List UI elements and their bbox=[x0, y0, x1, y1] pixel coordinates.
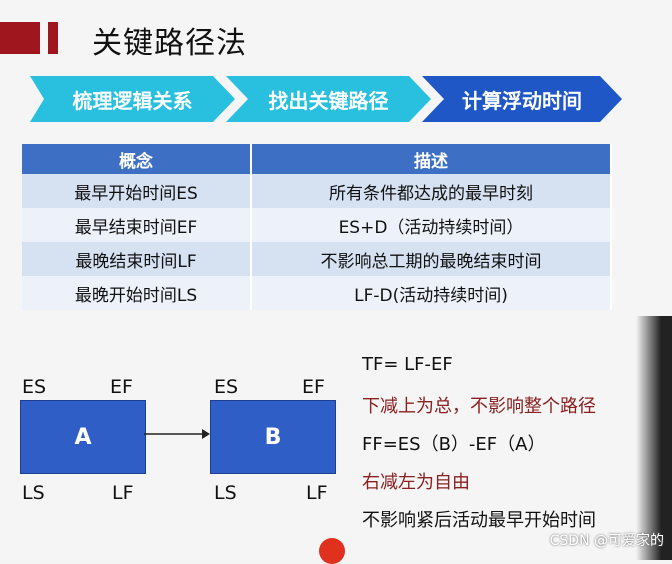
cell-description: 所有条件都达成的最早时刻 bbox=[251, 174, 612, 208]
table-row: 最早开始时间ES 所有条件都达成的最早时刻 bbox=[22, 174, 612, 208]
header-concept: 概念 bbox=[22, 144, 252, 174]
node-b-es: ES bbox=[214, 376, 239, 398]
cell-description: LF-D(活动持续时间) bbox=[251, 276, 612, 310]
step-1-label: 梳理逻辑关系 bbox=[72, 88, 193, 113]
cell-concept: 最晚开始时间LS bbox=[22, 276, 252, 310]
node-b-lf: LF bbox=[306, 482, 328, 504]
node-b: B bbox=[210, 400, 336, 474]
note-tf-rule: 下减上为总，不影响整个路径 bbox=[362, 396, 596, 417]
note-ff-formula: FF=ES（B）-EF（A） bbox=[362, 434, 546, 455]
node-b-ls: LS bbox=[214, 482, 237, 504]
cell-concept: 最早开始时间ES bbox=[22, 174, 252, 208]
node-a: A bbox=[20, 400, 146, 474]
pointer-dot bbox=[319, 538, 345, 564]
step-3-label: 计算浮动时间 bbox=[462, 88, 582, 113]
step-2: 找出关键路径 bbox=[226, 76, 431, 122]
node-a-ef: EF bbox=[110, 376, 133, 398]
node-b-ef: EF bbox=[302, 376, 325, 398]
concept-table: 概念 描述 最早开始时间ES 所有条件都达成的最早时刻 最早结束时间EF ES+… bbox=[22, 144, 612, 310]
step-1: 梳理逻辑关系 bbox=[30, 76, 235, 122]
page-title: 关键路径法 bbox=[92, 26, 247, 61]
header-description: 描述 bbox=[251, 144, 612, 174]
table-row: 最晚开始时间LS LF-D(活动持续时间) bbox=[22, 276, 612, 310]
note-tf-formula: TF= LF-EF bbox=[362, 354, 453, 375]
cell-concept: 最早结束时间EF bbox=[22, 208, 252, 242]
process-steps: 梳理逻辑关系 找出关键路径 计算浮动时间 bbox=[30, 76, 630, 122]
cell-concept: 最晚结束时间LF bbox=[22, 242, 252, 276]
table-row: 最早结束时间EF ES+D（活动持续时间） bbox=[22, 208, 612, 242]
node-a-lf: LF bbox=[112, 482, 134, 504]
step-2-label: 找出关键路径 bbox=[268, 88, 389, 113]
node-a-es: ES bbox=[22, 376, 47, 398]
presenter-silhouette bbox=[636, 316, 672, 560]
title-accent bbox=[0, 22, 60, 54]
table-row: 最晚结束时间LF 不影响总工期的最晚结束时间 bbox=[22, 242, 612, 276]
cell-description: 不影响总工期的最晚结束时间 bbox=[251, 242, 612, 276]
dependency-arrow bbox=[144, 429, 210, 439]
step-3: 计算浮动时间 bbox=[422, 76, 622, 122]
note-ff-rule: 右减左为自由 bbox=[362, 472, 470, 493]
cell-description: ES+D（活动持续时间） bbox=[251, 208, 612, 242]
node-a-ls: LS bbox=[22, 482, 45, 504]
watermark: CSDN @可爱家的 bbox=[549, 533, 664, 549]
note-ff-meaning: 不影响紧后活动最早开始时间 bbox=[362, 510, 596, 531]
